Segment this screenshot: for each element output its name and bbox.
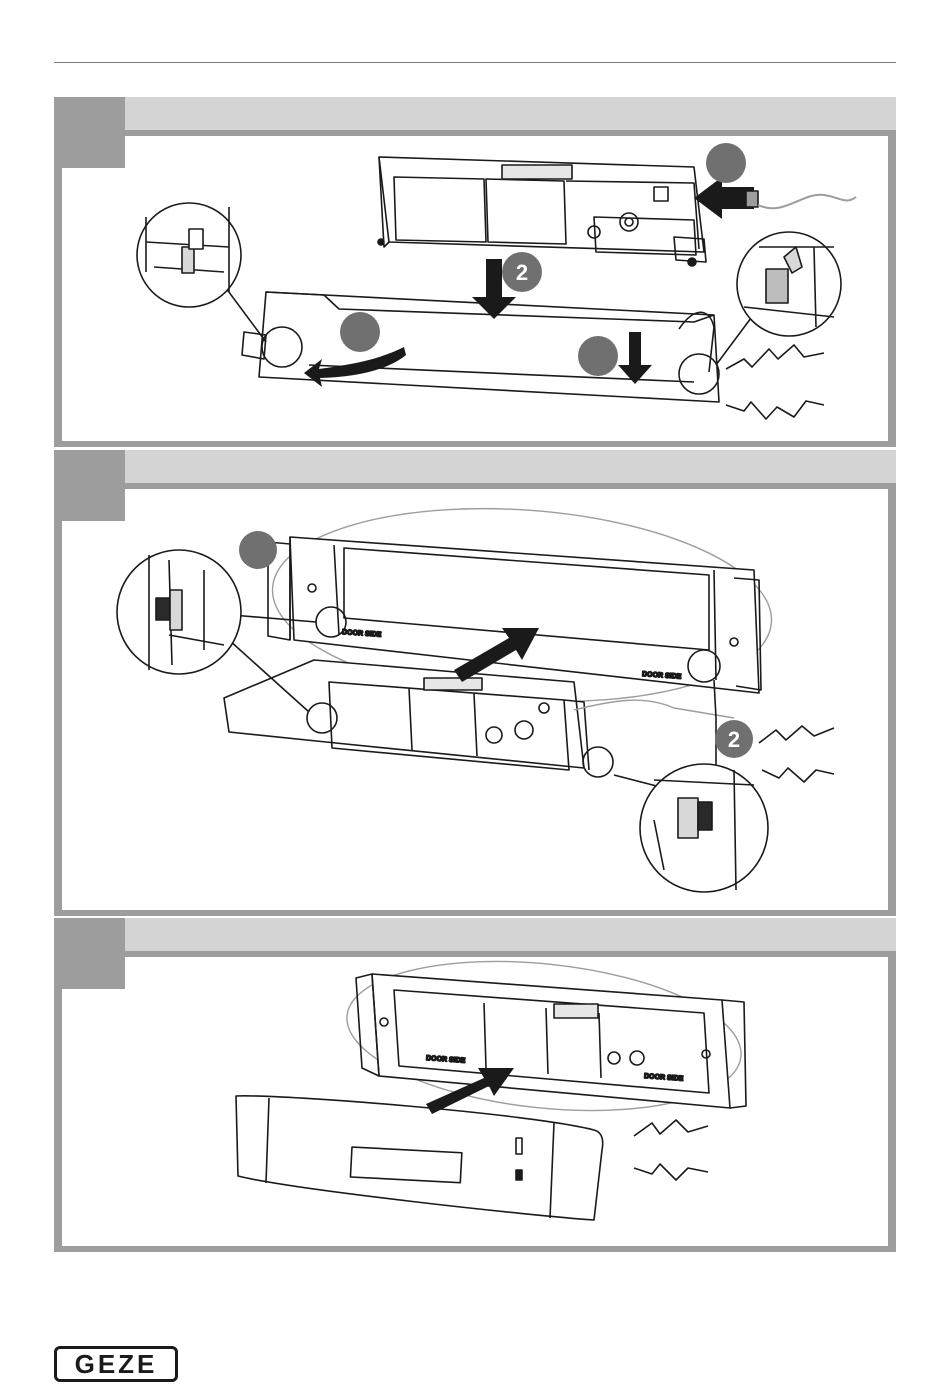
illustration-attach-cover: DOOR SIDE DOOR SIDE xyxy=(54,918,896,1252)
illustration-mount-drive-unit: 2 xyxy=(54,97,896,447)
svg-text:2: 2 xyxy=(516,260,528,285)
click-sound-icon xyxy=(726,345,824,369)
drive-unit-illustration xyxy=(378,157,706,266)
arrow-left-icon xyxy=(694,177,754,219)
logo-text: GEZE xyxy=(57,1350,175,1378)
cover-illustration xyxy=(236,1096,603,1220)
mounted-unit-illustration xyxy=(356,974,746,1108)
plug-icon xyxy=(746,191,758,207)
step-badge: 2 xyxy=(502,252,542,292)
instruction-panel-2: DOOR SIDE DOOR SIDE xyxy=(54,450,896,916)
svg-text:2: 2 xyxy=(728,727,740,752)
click-sound-icon xyxy=(634,1120,708,1136)
illustration-insert-into-mounting-plate: DOOR SIDE DOOR SIDE xyxy=(54,450,896,916)
cable xyxy=(758,195,856,209)
click-sound-icon xyxy=(634,1164,708,1180)
base-plate-illustration xyxy=(242,292,719,402)
callout-line xyxy=(716,314,754,365)
instruction-panel-1: 2 xyxy=(54,97,896,447)
click-sound-icon xyxy=(759,726,834,743)
click-sound-icon xyxy=(762,768,834,782)
click-sound-icon xyxy=(726,401,824,419)
step-badge xyxy=(578,336,618,376)
geze-logo: GEZE xyxy=(54,1346,178,1382)
instruction-panel-3: DOOR SIDE DOOR SIDE xyxy=(54,918,896,1252)
step-badge xyxy=(706,143,746,183)
detail-marker xyxy=(583,747,613,777)
step-badge xyxy=(239,531,277,569)
step-badge xyxy=(340,312,380,352)
top-rule xyxy=(54,62,896,63)
step-badge: 2 xyxy=(715,720,753,758)
